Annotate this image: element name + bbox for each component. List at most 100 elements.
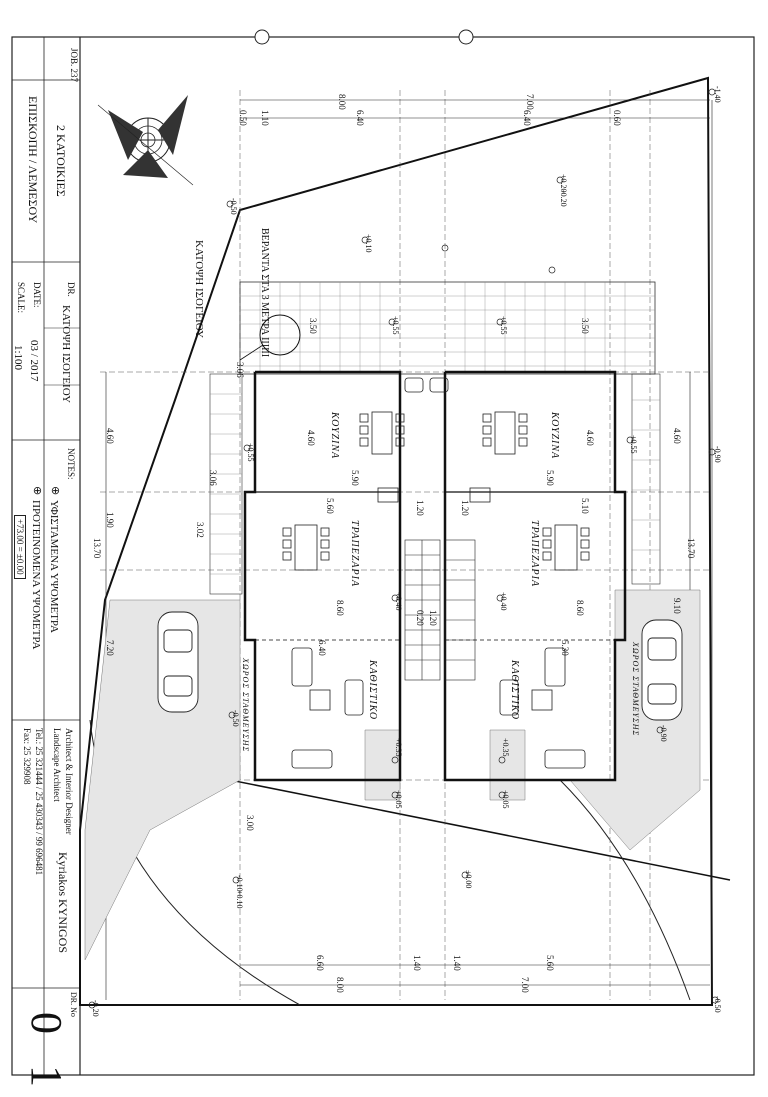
elev-14: +0.05 xyxy=(501,790,510,809)
dim-bottom-2: 8.00 xyxy=(335,977,345,993)
plan-title: ΚΑΤΟΨΗ ΙΣΟΓΕΙΟΥ xyxy=(193,240,205,339)
dim-left-1: 4.60 xyxy=(105,428,115,444)
property-boundary xyxy=(79,76,714,1006)
dim-right-3: 9.10 xyxy=(672,598,682,614)
dim-bottom-3: 1.40 xyxy=(412,955,422,971)
room-living-left: ΚΑΘΙΣΤΙΚΟ xyxy=(367,660,378,721)
drawing-number: 0 1 xyxy=(22,1012,71,1097)
car-left xyxy=(157,611,199,713)
dim-right-2: 13.70 xyxy=(686,538,696,559)
dim-inner-12: 8.60 xyxy=(575,600,585,616)
architect-fax: Fax: 25 329908 xyxy=(22,728,32,785)
dim-top-1: 8.00 xyxy=(337,94,347,110)
architect-role-1: Architect & Interior Designer xyxy=(64,728,74,835)
veranda-callout-circle xyxy=(259,314,301,356)
dim-top-3: 1.10 xyxy=(260,110,270,126)
architect-role-2: Landscape Architect xyxy=(52,728,62,802)
legend-existing-icon: ⊕ xyxy=(49,486,61,496)
dim-inner-10: 5.90 xyxy=(545,470,555,486)
car-right xyxy=(641,619,683,721)
notes-label: NOTES: xyxy=(66,448,76,480)
room-dining-right: ΤΡΑΠΕΖΑΡΙΑ xyxy=(529,520,540,588)
elev-18: -0.50 xyxy=(713,996,722,1013)
dim-bottom-6: 7.00 xyxy=(520,977,530,993)
legend-proposed-icon: ⊕ xyxy=(31,486,43,496)
house-left xyxy=(243,370,402,782)
legend-proposed-levels: ΠΡΟΤΕΙΝΟΜΕΝΑ ΥΨΟΜΕΤΡΑ xyxy=(30,500,42,650)
room-kitchen-left: ΚΟΥΖΙΝΑ xyxy=(329,412,340,460)
veranda-note: ΒΕΡΑΝΤΑ ΣΤΑ 3 ΜΕΤΡΑ ΙΙΙΙΙΙ xyxy=(259,228,270,358)
project-title: 2 ΚΑΤΟΙΚΙΕΣ xyxy=(54,125,68,197)
elev-16: +0.10 xyxy=(235,890,244,909)
elev-8: +0.55 xyxy=(499,316,508,335)
dim-left-4: 7.20 xyxy=(105,640,115,656)
architect-name: Kyriakos KYNIGOS xyxy=(56,852,70,953)
dim-inner-2: 5.90 xyxy=(350,470,360,486)
dim-bottom-4: 1.40 xyxy=(452,955,462,971)
dim-inner-11: 5.10 xyxy=(580,498,590,514)
elev-9: +0.40 xyxy=(394,592,403,611)
dim-left-3: 13.70 xyxy=(92,538,102,559)
elev-20: -0.50 xyxy=(231,710,240,727)
dim-inner-7: 0.20 xyxy=(415,610,425,626)
drawing-name: ΚΑΤΟΨΗ ΙΣΟΓΕΙΟΥ xyxy=(60,305,72,404)
dim-inner-5: 6.40 xyxy=(317,640,327,656)
dim-inner-20: 3.00 xyxy=(245,815,255,831)
dim-inner-8: 1.20 xyxy=(428,610,438,626)
room-kitchen-right: ΚΟΥΖΙΝΑ xyxy=(549,412,560,460)
dim-inner-13: 5.30 xyxy=(560,640,570,656)
architect-tel: Tel.: 25 321444 / 25 430343 / 99 696481 xyxy=(34,728,44,876)
elev-6: -0.20 xyxy=(559,190,568,207)
elevation-markers xyxy=(88,88,719,1009)
dim-inner-19: 3.02 xyxy=(195,522,205,538)
parking-right: ΧΩΡΟΣ ΣΤΑΘΜΕΥΣΗΣ xyxy=(631,642,640,737)
dim-inner-1: 4.60 xyxy=(306,430,316,446)
dim-inner-6: 1.20 xyxy=(415,500,425,516)
elev-23: +0.55 xyxy=(629,435,638,454)
dim-bottom-1: 6.60 xyxy=(315,955,325,971)
dim-top-2: 0.50 xyxy=(238,110,248,126)
elev-21: -0.90 xyxy=(659,725,668,742)
north-arrow xyxy=(97,95,194,186)
dim-inner-4: 8.60 xyxy=(335,600,345,616)
parking-left: ΧΩΡΟΣ ΣΤΑΘΜΕΥΣΗΣ xyxy=(241,658,250,753)
punch-hole-right xyxy=(458,29,474,45)
elev-17: ±0.00 xyxy=(464,870,473,889)
drawing-date: 03 / 2017 xyxy=(28,340,40,382)
elev-1: -1.40 xyxy=(713,86,722,103)
project-location: ΕΠΙΣΚΟΠΗ / ΛΕΜΕΣΟΥ xyxy=(26,96,40,224)
dim-inner-15: 3.50 xyxy=(308,318,318,334)
elev-4: +0.10 xyxy=(364,234,373,253)
veranda-tiles xyxy=(209,281,661,595)
elev-7: +0.55 xyxy=(391,316,400,335)
dim-inner-18: 3.06 xyxy=(208,470,218,486)
dim-left-2: 1.90 xyxy=(105,512,115,528)
sheet-border xyxy=(11,36,755,1076)
dim-right-1: 4.60 xyxy=(672,428,682,444)
dim-top-7: 0.60 xyxy=(612,110,622,126)
elev-3: -0.50 xyxy=(229,198,238,215)
furniture-right xyxy=(429,377,590,769)
datum-box: +73.00 = ±0.00 xyxy=(14,515,26,579)
furniture-left xyxy=(282,377,424,769)
elev-11: +0.35 xyxy=(394,738,403,757)
dim-inner-3: 5.60 xyxy=(325,498,335,514)
dim-inner-17: 3.06 xyxy=(235,362,245,378)
dim-inner-16: 3.50 xyxy=(580,318,590,334)
elev-12: +0.35 xyxy=(501,738,510,757)
staircases xyxy=(404,539,476,681)
job-number: JOB. 237 xyxy=(69,48,79,83)
room-dining-left: ΤΡΑΠΕΖΑΡΙΑ xyxy=(349,520,360,588)
scale-label: SCALE: xyxy=(16,282,26,314)
dim-top-4: 6.40 xyxy=(355,110,365,126)
elev-13: +0.05 xyxy=(394,790,403,809)
dim-inner-9: 4.60 xyxy=(585,430,595,446)
elev-2: -0.90 xyxy=(713,446,722,463)
elev-22: +0.55 xyxy=(246,443,255,462)
elev-10: +0.40 xyxy=(499,592,508,611)
dim-top-5: 7.00 xyxy=(525,94,535,110)
punch-hole-left xyxy=(254,29,270,45)
dim-bottom-5: 5.60 xyxy=(545,955,555,971)
